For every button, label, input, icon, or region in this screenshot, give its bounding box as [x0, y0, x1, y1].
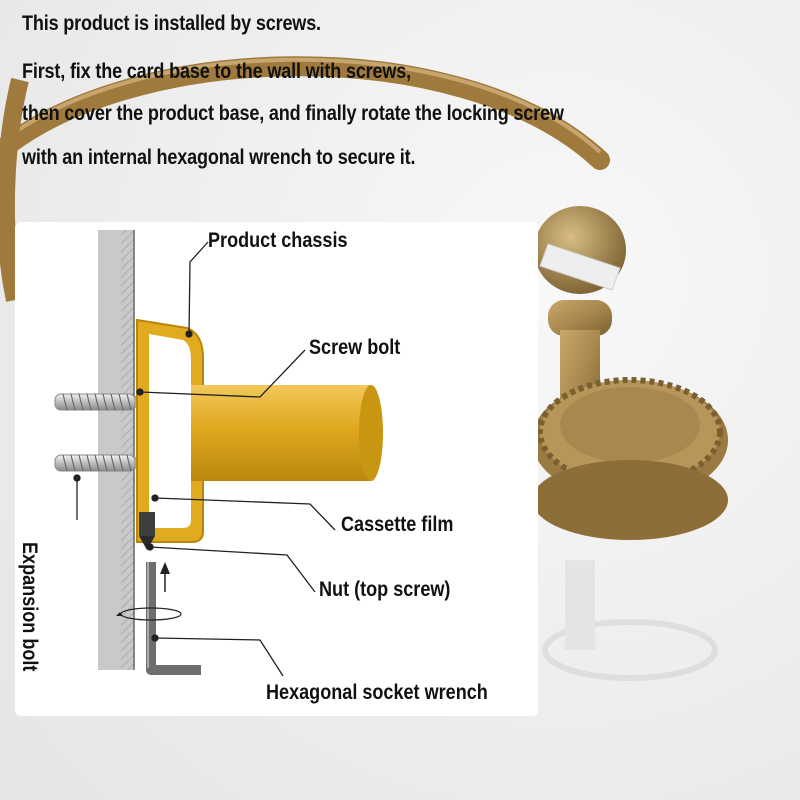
label-hexagonal-socket-wrench: Hexagonal socket wrench: [266, 681, 488, 704]
towel-ring: [0, 56, 610, 302]
instruction-line-4: with an internal hexagonal wrench to sec…: [22, 146, 416, 169]
instruction-line-1: This product is installed by screws.: [22, 12, 321, 35]
installation-diagram-panel: Product chassis Screw bolt Cassette film…: [15, 222, 538, 716]
instruction-line-3: then cover the product base, and finally…: [22, 102, 564, 125]
product-chassis: [136, 318, 204, 543]
label-screw-bolt: Screw bolt: [309, 336, 401, 359]
expansion-bolt-bottom: [54, 454, 149, 472]
wall: [98, 230, 135, 670]
rotation-arrow: [116, 562, 182, 621]
label-expansion-bolt: Expansion bolt: [18, 542, 41, 672]
ring-bracket: [532, 206, 728, 540]
nut: [139, 512, 155, 550]
hexagonal-socket-wrench: [146, 562, 201, 675]
label-nut: Nut (top screw): [319, 578, 451, 601]
leader-lines: [73, 241, 336, 677]
reflection: [542, 560, 718, 681]
label-cassette-film: Cassette film: [341, 513, 454, 536]
expansion-bolt-top: [54, 393, 149, 411]
instruction-line-2: First, fix the card base to the wall wit…: [22, 60, 412, 83]
installation-diagram: [54, 230, 383, 677]
screw-bolt: [191, 385, 383, 481]
label-product-chassis: Product chassis: [208, 229, 348, 252]
